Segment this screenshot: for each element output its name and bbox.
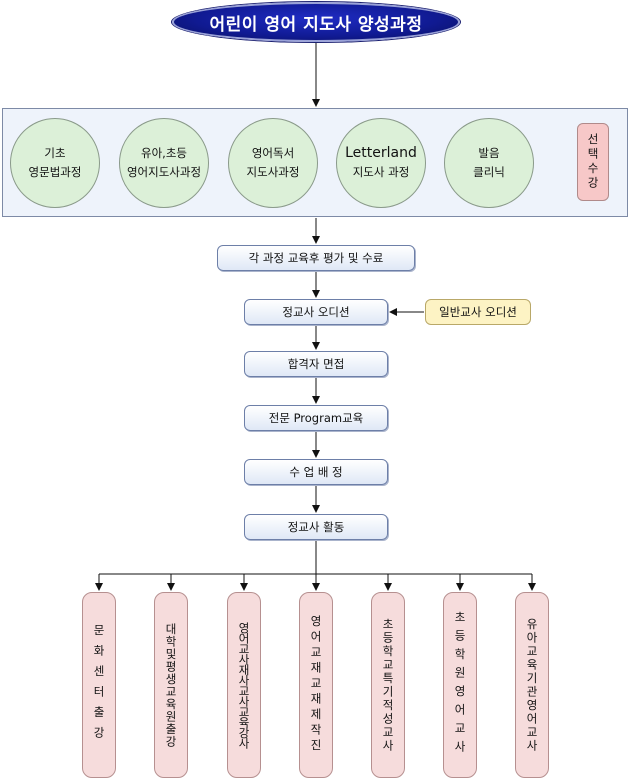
- course-line2: 영어지도사과정: [126, 165, 202, 179]
- activity-label: 대학및평생교육원출강: [164, 622, 178, 748]
- activity-label: 초등학교특기적성교사: [381, 617, 395, 753]
- course-line1: 기초: [44, 146, 66, 160]
- course-line1: Letterland: [345, 145, 417, 161]
- activity-elementary-aftercare[interactable]: 초등학교특기적성교사: [371, 592, 405, 778]
- course-line1: 유아,초등: [141, 146, 187, 160]
- step-evaluation-completion[interactable]: 각 과정 교육후 평가 및 수료: [217, 245, 415, 271]
- course-letterland[interactable]: Letterland 지도사 과정: [336, 118, 426, 208]
- course-basic-grammar[interactable]: 기초 영문법과정: [10, 118, 100, 208]
- elective-label: 선택수강: [586, 133, 600, 191]
- activity-culture-center[interactable]: 문화센터출강: [82, 592, 116, 778]
- activity-label: 유아교육기관영어교사: [525, 617, 539, 753]
- activity-kindergarten-teacher[interactable]: 유아교육기관영어교사: [515, 592, 549, 778]
- activity-university-education[interactable]: 대학및평생교육원출강: [154, 592, 188, 778]
- general-teacher-audition[interactable]: 일반교사 오디션: [425, 299, 531, 325]
- course-line2: 지도사과정: [246, 165, 300, 179]
- course-line2: 영문법과정: [28, 165, 82, 179]
- activity-teacher-trainer[interactable]: 영어교사재사교사교육강사: [227, 592, 261, 778]
- course-reading[interactable]: 영어독서 지도사과정: [228, 118, 318, 208]
- activity-label: 초등학원영어교사: [453, 611, 467, 759]
- course-line1: 영어독서: [251, 146, 295, 160]
- step-class-assignment[interactable]: 수 업 배 정: [244, 459, 388, 485]
- course-kids-elementary[interactable]: 유아,초등 영어지도사과정: [119, 118, 209, 208]
- step-program-training[interactable]: 전문 Program교육: [244, 405, 388, 431]
- activity-academy-teacher[interactable]: 초등학원영어교사: [443, 592, 477, 778]
- program-title: 어린이 영어 지도사 양성과정: [172, 2, 460, 42]
- step-interview[interactable]: 합격자 면접: [244, 351, 388, 377]
- course-line2: 클리닉: [473, 165, 505, 179]
- course-line1: 발음: [478, 146, 500, 160]
- activity-label: 영어교재교재제작진: [309, 615, 323, 755]
- elective-box[interactable]: 선택수강: [577, 123, 609, 201]
- activity-label: 영어교사재사교사교육강사: [237, 622, 251, 748]
- course-phonics-clinic[interactable]: 발음 클리닉: [444, 118, 534, 208]
- step-teacher-activity[interactable]: 정교사 활동: [244, 514, 388, 540]
- course-line2: 지도사 과정: [352, 165, 410, 179]
- activity-label: 문화센터출강: [92, 623, 106, 747]
- step-teacher-audition[interactable]: 정교사 오디션: [244, 299, 388, 325]
- activity-textbook-production[interactable]: 영어교재교재제작진: [299, 592, 333, 778]
